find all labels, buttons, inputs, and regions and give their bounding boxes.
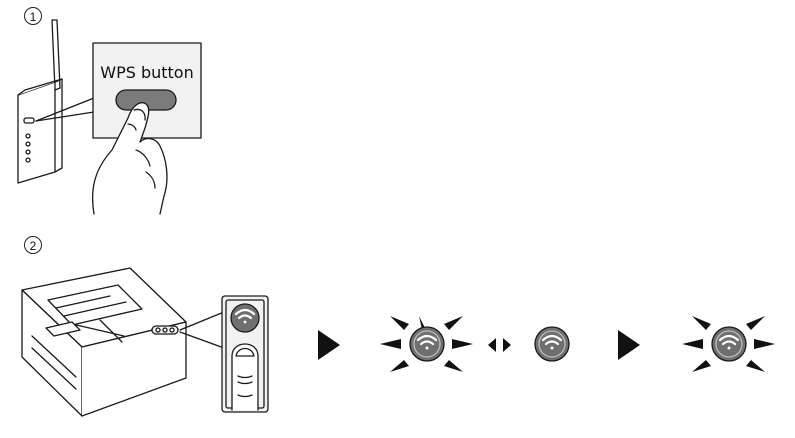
arrow-right-icon [318, 330, 340, 360]
arrow-right-icon [618, 330, 640, 360]
wifi-icon [234, 308, 256, 324]
step-2-number: 2 [24, 236, 42, 254]
wps-panel: WPS button [92, 42, 202, 139]
wifi-icon [718, 334, 740, 350]
wifi-button-panel [221, 295, 269, 413]
router-icon [17, 19, 63, 184]
step-1-number: 1 [24, 7, 42, 25]
light-rays [682, 316, 775, 372]
callout-line [179, 331, 225, 349]
wifi-led-steady [534, 326, 570, 362]
wifi-led-blinking [380, 316, 473, 372]
callout-line [179, 311, 225, 331]
alternate-arrows-icon [488, 338, 511, 352]
callout-line [35, 111, 95, 122]
wifi-button[interactable] [230, 303, 260, 333]
printer-icon [21, 267, 187, 417]
wps-button-label: WPS button [100, 63, 193, 82]
wifi-icon [416, 334, 438, 350]
light-rays [380, 316, 473, 372]
wifi-led-blinking [682, 316, 775, 372]
pointing-hand-icon [91, 102, 168, 215]
wifi-icon [541, 334, 563, 350]
callout-line [35, 97, 95, 122]
